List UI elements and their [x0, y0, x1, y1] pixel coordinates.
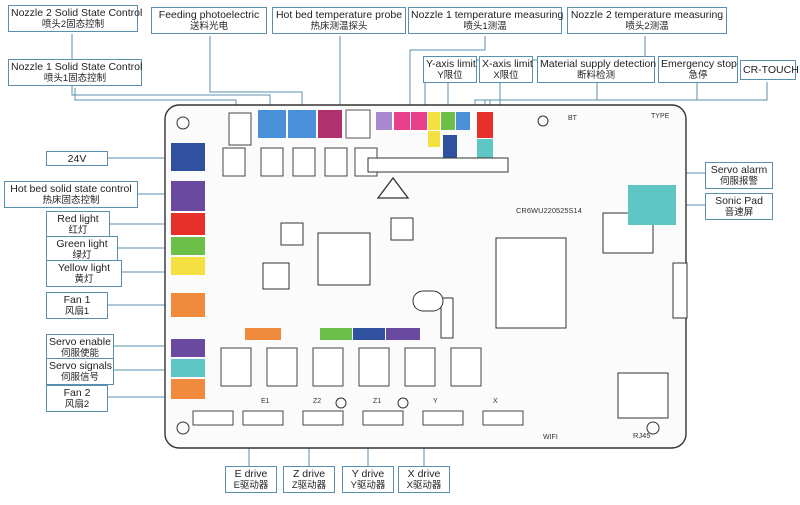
- label-sonic-pad: Sonic Pad 音速屏: [705, 193, 773, 220]
- drive-axis-z2: Z2: [313, 398, 321, 405]
- drive-axis-e1: E1: [261, 398, 270, 405]
- label-z-drive: Z drive Z驱动器: [283, 466, 335, 493]
- label-cr-touch: CR-TOUCH: [740, 60, 799, 80]
- label-y-drive: Y drive Y驱动器: [342, 466, 394, 493]
- label-servo-signals: Servo signals 伺服信号: [46, 358, 114, 385]
- circuit-board: CR6WU220525S14 BT TYPE RJ45 WIFI E1 Z2 Z…: [164, 104, 688, 449]
- board-model-text: CR6WU220525S14: [516, 206, 582, 215]
- label-servo-enable: Servo enable 伺服使能: [46, 334, 114, 361]
- label-fan2: Fan 2 风扇2: [46, 385, 108, 412]
- label-nozzle2-solid-state-control: Nozzle 2 Solid State Control 喷头2固态控制: [8, 5, 142, 32]
- label-red-light: Red light 红灯: [46, 211, 110, 238]
- label-material-supply-detection: Material supply detection 断料检测: [537, 56, 656, 83]
- label-hotbed-solid-state-control: Hot bed solid state control 热床固态控制: [4, 181, 138, 208]
- label-nozzle2-temperature: Nozzle 2 temperature measuring 喷头2测温: [567, 7, 727, 34]
- label-e-drive: E drive E驱动器: [225, 466, 277, 493]
- label-x-drive: X drive X驱动器: [398, 466, 450, 493]
- drive-axis-y: Y: [433, 398, 438, 405]
- board-rj45-text: RJ45: [633, 431, 651, 440]
- label-feeding-photoelectric: Feeding photoelectric 送料光电: [151, 7, 267, 34]
- label-y-axis-limit: Y-axis limit Y限位: [423, 56, 477, 83]
- label-emergency-stop: Emergency stop 急停: [658, 56, 738, 83]
- board-bt-text: BT: [568, 115, 578, 122]
- label-x-axis-limit: X-axis limit X限位: [479, 56, 533, 83]
- label-green-light: Green light 绿灯: [46, 236, 118, 263]
- label-hotbed-temperature-probe: Hot bed temperature probe 热床测温探头: [272, 7, 406, 34]
- label-servo-alarm: Servo alarm 伺服报警: [705, 162, 773, 189]
- board-type-text: TYPE: [651, 113, 670, 120]
- drive-axis-x: X: [493, 398, 498, 405]
- board-wifi-text: WIFI: [543, 434, 558, 441]
- drive-axis-z1: Z1: [373, 398, 381, 405]
- label-nozzle1-temperature: Nozzle 1 temperature measuring 喷头1测温: [408, 7, 563, 34]
- label-24v: 24V: [46, 151, 108, 166]
- label-nozzle1-solid-state-control: Nozzle 1 Solid State Control 喷头1固态控制: [8, 59, 142, 86]
- label-yellow-light: Yellow light 黄灯: [46, 260, 122, 287]
- label-fan1: Fan 1 风扇1: [46, 292, 108, 319]
